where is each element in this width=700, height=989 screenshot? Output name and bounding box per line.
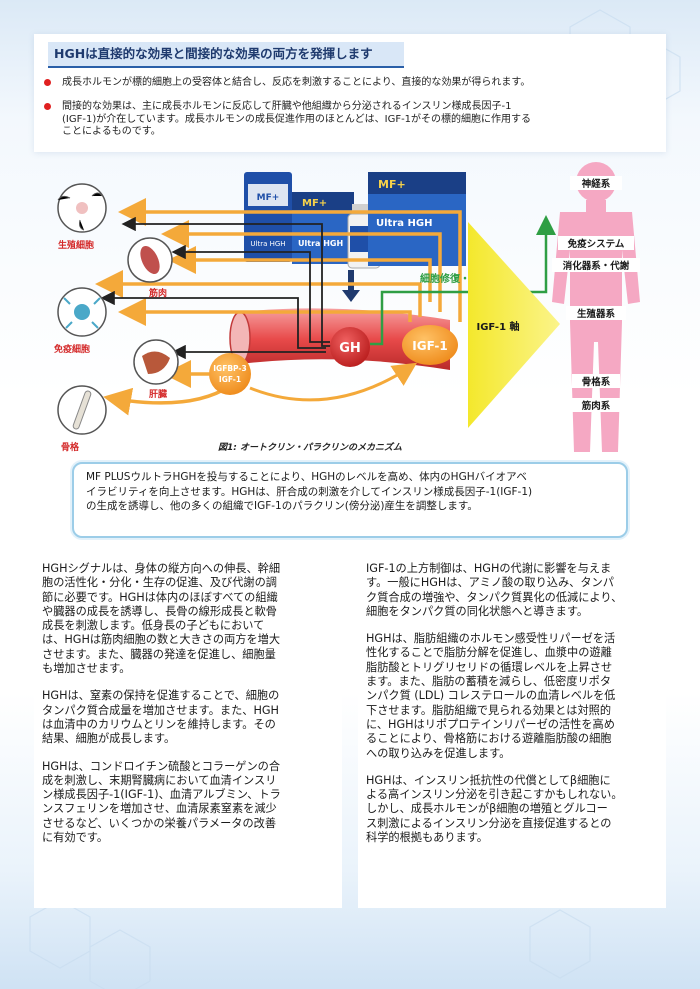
paragraph: HGHは、脂肪組織のホルモン感受性リパーゼを活性化することで脂肪分解を促進し、血…	[366, 632, 616, 760]
cell-liver: 肝臓	[133, 339, 179, 400]
svg-text:筋肉: 筋肉	[148, 287, 167, 299]
paragraph: HGHは、コンドロイチン硫酸とコラーゲンの合成を刺激し、末期腎臓病において血清イ…	[42, 759, 281, 845]
product-vial-large: MF+ Ultra HGH	[244, 172, 292, 262]
repair-arrow	[370, 215, 556, 346]
product-box-right: MF+ Ultra HGH	[368, 172, 466, 266]
svg-text:肝臓: 肝臓	[149, 388, 167, 400]
paragraph: HGHは、窒素の保持を促進することで、細胞のタンパク質合成量を増加させます。また…	[42, 689, 280, 746]
svg-text:IGFBP-3: IGFBP-3	[213, 364, 246, 373]
igf1-label: IGF-1	[412, 339, 447, 353]
bullet-dot-icon	[44, 79, 51, 86]
gh-molecule	[330, 327, 370, 367]
bullet-indirect-effect: 間接的な効果は、主に成長ホルモンに反応して肝臓や他組織から分泌されるインスリン様…	[44, 101, 531, 139]
bullet-dot-icon	[44, 103, 51, 110]
section-heading: HGHは直接的な効果と間接的な効果の両方を発揮します	[48, 42, 404, 68]
svg-text:MF+: MF+	[378, 178, 406, 191]
svg-text:MF+: MF+	[257, 193, 280, 203]
intro-box: HGHは直接的な効果と間接的な効果の両方を発揮します 成長ホルモンが標的細胞上の…	[34, 34, 666, 152]
body-system-labels: 神経系 免疫システム 消化器系・代謝 生殖器系 骨格系 筋肉系	[552, 176, 640, 412]
svg-text:免疫細胞: 免疫細胞	[54, 343, 90, 355]
cell-immune: 免疫細胞	[54, 287, 107, 355]
product-box-left: MF+ Ultra HGH	[292, 192, 354, 264]
label-muscular-system: 筋肉系	[581, 400, 611, 412]
axis-label: IGF-1 軸	[476, 320, 519, 333]
label-reproductive-system: 生殖器系	[577, 308, 616, 320]
label-immune-system: 免疫システム	[568, 238, 625, 250]
paragraph: HGHは、インスリン抵抗性の代償としてβ細胞による高インスリン分泌を引き起こすか…	[366, 773, 623, 845]
svg-text:IGF-1: IGF-1	[219, 375, 241, 384]
igf-arrows-to-cells	[95, 198, 462, 416]
paragraph: IGF-1の上方制御は、HGHの代謝に影響を与えます。一般にHGHは、アミノ酸の…	[366, 562, 623, 618]
label-nervous-system: 神経系	[582, 178, 611, 190]
svg-text:生殖細胞: 生殖細胞	[58, 239, 94, 251]
right-text-column: IGF-1の上方制御は、HGHの代謝に影響を与えます。一般にHGHは、アミノ酸の…	[358, 552, 666, 908]
injection-arrow-head	[342, 290, 360, 302]
cell-germ: 生殖細胞	[57, 183, 107, 251]
bullet-direct-effect: 成長ホルモンが標的細胞上の受容体と結合し、反応を刺激することにより、直接的な効果…	[44, 77, 530, 90]
gh-label: GH	[339, 341, 361, 356]
cell-muscle: 筋肉	[127, 237, 173, 299]
svg-text:MF+: MF+	[302, 198, 327, 209]
svg-text:Ultra HGH: Ultra HGH	[376, 218, 432, 229]
igf1-axis-wedge	[468, 222, 560, 428]
return-arrow	[249, 362, 418, 402]
igf1-molecule	[402, 325, 458, 365]
igfbp3-molecule	[209, 353, 251, 395]
callout-box: MF PLUSウルトラHGHを投与することにより、HGHのレベルを高め、体内のH…	[72, 462, 628, 538]
label-skeletal-system: 骨格系	[582, 376, 611, 388]
figure-caption: 図1: オートクリン・パラクリンのメカニズム	[218, 442, 402, 453]
paragraph: HGHシグナルは、身体の縦方向への伸長、幹細胞の活性化・分化・生存の促進、及び代…	[42, 562, 281, 676]
svg-text:Ultra HGH: Ultra HGH	[250, 240, 285, 248]
svg-text:骨格: 骨格	[61, 441, 80, 453]
label-digestive-metabolism: 消化器系・代謝	[563, 260, 630, 272]
svg-text:Ultra HGH: Ultra HGH	[298, 239, 343, 248]
cell-bone: 骨格	[57, 385, 107, 453]
mechanism-figure: MF+ Ultra HGH MF+ Ultra HGH MF+ Ultra HG…	[54, 162, 640, 453]
left-text-column: HGHシグナルは、身体の縦方向への伸長、幹細胞の活性化・分化・生存の促進、及び代…	[34, 552, 342, 908]
gh-arrows-to-cells	[100, 216, 338, 360]
